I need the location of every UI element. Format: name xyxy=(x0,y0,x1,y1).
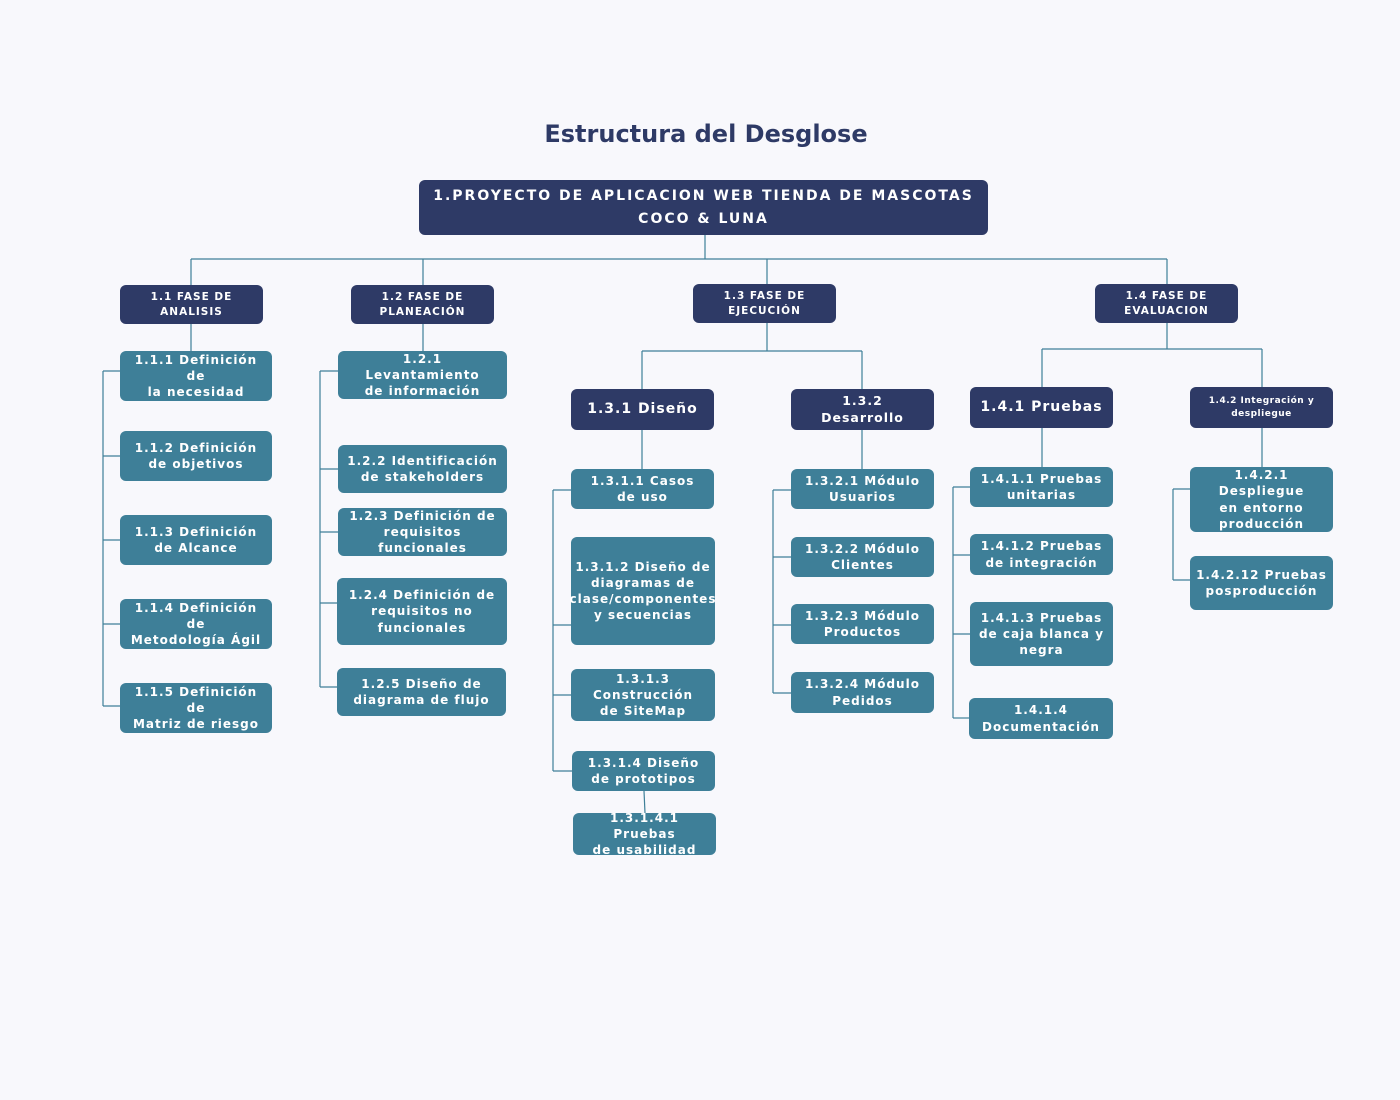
node-1-3-2-3: 1.3.2.3 Módulo Productos xyxy=(791,604,934,644)
node-1-4-2-1: 1.4.2.1 Despliegue en entorno producción xyxy=(1190,467,1333,532)
node-1-1-1: 1.1.1 Definición de la necesidad xyxy=(120,351,272,401)
node-1-3-2: 1.3.2 Desarrollo xyxy=(791,389,934,430)
node-1-3-1-3: 1.3.1.3 Construcción de SiteMap xyxy=(571,669,715,721)
node-1-3-1-1: 1.3.1.1 Casos de uso xyxy=(571,469,714,509)
node-1-1-4: 1.1.4 Definición de Metodología Ágil xyxy=(120,599,272,649)
node-1-3-1: 1.3.1 Diseño xyxy=(571,389,714,430)
node-1-1-3: 1.1.3 Definición de Alcance xyxy=(120,515,272,565)
node-1-3-1-4: 1.3.1.4 Diseño de prototipos xyxy=(572,751,715,791)
node-1-4: 1.4 FASE DE EVALUACION xyxy=(1095,284,1238,323)
node-1-1: 1.1 FASE DE ANALISIS xyxy=(120,285,263,324)
node-1-4-1-2: 1.4.1.2 Pruebas de integración xyxy=(970,534,1113,575)
page-title: Estructura del Desglose xyxy=(544,120,868,148)
node-1-2-4: 1.2.4 Definición de requisitos no funcio… xyxy=(337,578,507,645)
node-1-2: 1.2 FASE DE PLANEACIÓN xyxy=(351,285,494,324)
node-1-3-1-2: 1.3.1.2 Diseño de diagramas de clase/com… xyxy=(570,537,715,645)
node-1-2-5: 1.2.5 Diseño de diagrama de flujo xyxy=(337,668,506,716)
node-1-4-1-1: 1.4.1.1 Pruebas unitarias xyxy=(970,467,1113,507)
node-1-3-1-4-1: 1.3.1.4.1 Pruebas de usabilidad xyxy=(573,811,716,857)
node-1: 1.PROYECTO DE APLICACION WEB TIENDA DE M… xyxy=(419,180,988,235)
node-1-3-2-1: 1.3.2.1 Módulo Usuarios xyxy=(791,469,934,509)
node-1-2-3: 1.2.3 Definición de requisitos funcional… xyxy=(338,508,507,556)
node-1-2-2: 1.2.2 Identificación de stakeholders xyxy=(338,445,507,493)
node-1-4-1-3: 1.4.1.3 Pruebas de caja blanca y negra xyxy=(970,602,1113,666)
connector-line xyxy=(643,790,646,814)
node-1-4-2-12: 1.4.2.12 Pruebas posproducción xyxy=(1190,556,1333,610)
node-1-4-1: 1.4.1 Pruebas xyxy=(970,387,1113,428)
node-1-1-2: 1.1.2 Definición de objetivos xyxy=(120,431,272,481)
node-1-4-2: 1.4.2 Integración y despliegue xyxy=(1190,387,1333,428)
node-1-1-5: 1.1.5 Definición de Matriz de riesgo xyxy=(120,683,272,733)
node-1-3: 1.3 FASE DE EJECUCIÓN xyxy=(693,284,836,323)
node-1-4-1-4: 1.4.1.4 Documentación xyxy=(969,698,1113,739)
node-1-2-1: 1.2.1 Levantamiento de información xyxy=(338,351,507,399)
node-1-3-2-4: 1.3.2.4 Módulo Pedidos xyxy=(791,672,934,713)
node-1-3-2-2: 1.3.2.2 Módulo Clientes xyxy=(791,537,934,577)
